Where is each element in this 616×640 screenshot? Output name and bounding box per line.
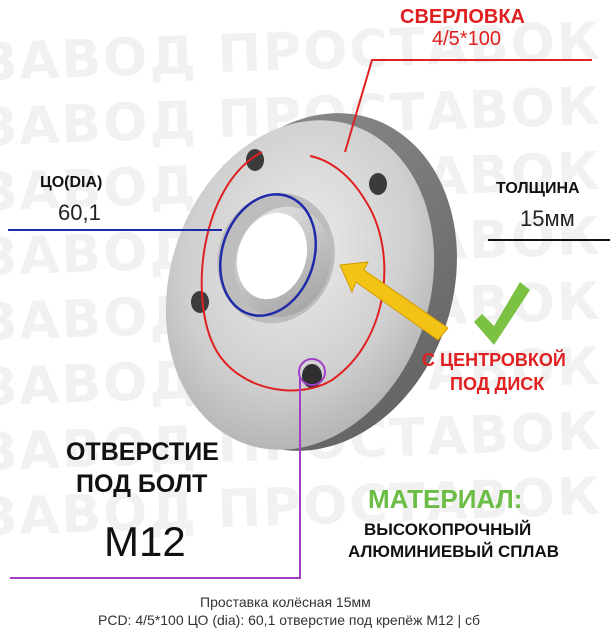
- centering-line2: ПОД ДИСК: [450, 374, 545, 394]
- centering-line1: С ЦЕНТРОВКОЙ: [422, 350, 566, 370]
- thickness-value: 15мм: [520, 206, 575, 231]
- thickness-title: ТОЛЩИНА: [496, 180, 580, 197]
- material-line1: ВЫСОКОПРОЧНЫЙ: [364, 520, 532, 539]
- bolt-hole: [191, 291, 209, 313]
- bolt-hole-line2: ПОД БОЛТ: [76, 470, 208, 498]
- caption-line1: Проставка колёсная 15мм: [200, 594, 371, 610]
- material-title: МАТЕРИАЛ:: [368, 484, 523, 514]
- dia-value: 60,1: [58, 200, 101, 225]
- check-icon: [474, 282, 530, 345]
- centering-arrow: [339, 261, 449, 341]
- dia-outline: [218, 193, 318, 317]
- bolt-leader-line: [10, 378, 301, 579]
- center-bore-hole: [236, 212, 308, 300]
- drilling-title: СВЕРЛОВКА: [400, 6, 525, 28]
- drilling-leader-line: [344, 59, 592, 153]
- bolt-hole: [369, 173, 387, 195]
- pcd-circle: [200, 151, 386, 392]
- bolt-hole: [302, 364, 322, 388]
- bolt-hole-marker: [298, 358, 326, 386]
- bolt-size: М12: [104, 518, 186, 565]
- dia-title: ЦО(DIA): [40, 174, 103, 191]
- drilling-value: 4/5*100: [432, 28, 501, 50]
- bolt-hole-line1: ОТВЕРСТИЕ: [66, 438, 219, 466]
- caption-line2: PCD: 4/5*100 ЦО (dia): 60,1 отверстие по…: [98, 612, 481, 628]
- material-line2: АЛЮМИНИЕВЫЙ СПЛАВ: [348, 542, 559, 561]
